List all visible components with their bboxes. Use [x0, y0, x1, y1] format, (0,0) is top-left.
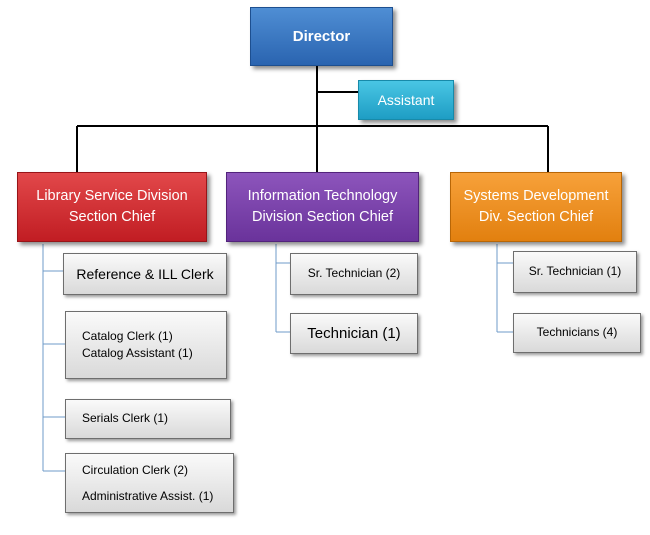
it-chief-line-1: Information Technology: [247, 187, 398, 204]
assistant-label: Assistant: [377, 91, 435, 108]
staff-label: Catalog Clerk (1): [82, 328, 173, 343]
staff-label: Serials Clerk (1): [82, 411, 169, 426]
staff-label: Technician (1): [307, 324, 401, 342]
it-chief-line-2: Division Section Chief: [251, 209, 394, 225]
staff-label: Circulation Clerk (2): [82, 462, 189, 477]
staff-box-circulation: Circulation Clerk (2) Administrative Ass…: [65, 453, 234, 513]
assistant-box: Assistant: [358, 80, 454, 120]
director-label: Director: [292, 27, 351, 45]
systems-chief-line-2: Div. Section Chief: [478, 209, 594, 225]
staff-label: Sr. Technician (2): [307, 266, 401, 281]
staff-box-it-sr-technician: Sr. Technician (2): [290, 253, 418, 295]
staff-label: Reference & ILL Clerk: [76, 265, 214, 282]
staff-label: Technicians (4): [536, 325, 618, 340]
library-chief-box: Library Service Division Section Chief: [17, 172, 207, 242]
staff-label: Catalog Assistant (1): [82, 346, 193, 360]
staff-box-serials: Serials Clerk (1): [65, 399, 231, 439]
it-chief-box: Information Technology Division Section …: [226, 172, 419, 242]
staff-box-systems-technicians: Technicians (4): [513, 313, 641, 353]
staff-box-catalog: Catalog Clerk (1) Catalog Assistant (1): [65, 311, 227, 379]
director-box: Director: [250, 7, 393, 66]
staff-box-it-technician: Technician (1): [290, 313, 418, 354]
staff-label: Administrative Assist. (1): [82, 489, 214, 503]
staff-box-reference-ill: Reference & ILL Clerk: [63, 253, 227, 295]
library-chief-line-1: Library Service Division: [36, 187, 188, 204]
library-chief-line-2: Section Chief: [68, 209, 156, 225]
systems-chief-box: Systems Development Div. Section Chief: [450, 172, 622, 242]
staff-label: Sr. Technician (1): [528, 264, 622, 279]
systems-chief-line-1: Systems Development: [463, 187, 609, 204]
staff-box-systems-sr-technician: Sr. Technician (1): [513, 251, 637, 293]
